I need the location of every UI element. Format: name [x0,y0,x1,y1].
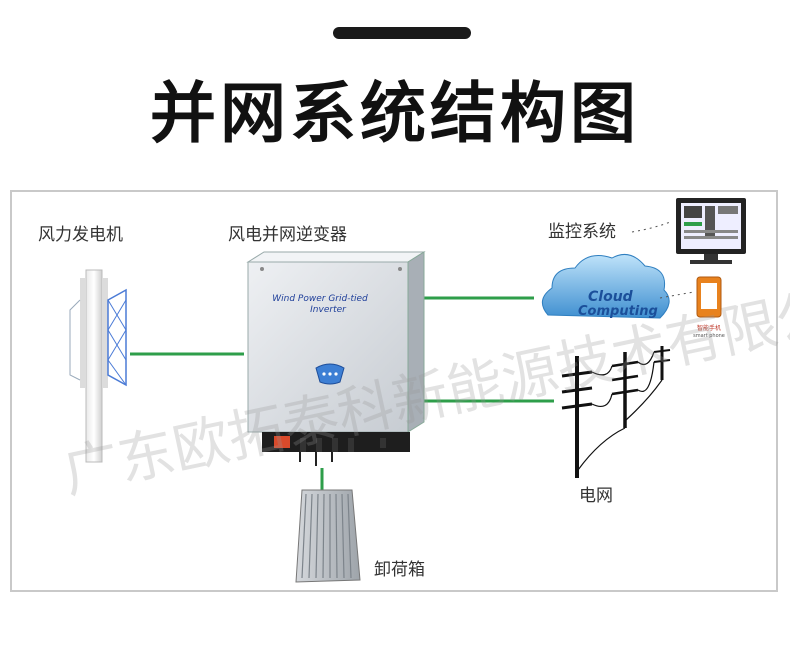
dotted-links [631,221,695,299]
label-wind-turbine: 风力发电机 [38,225,123,245]
page-title: 并网系统结构图 [150,74,640,152]
inverter-icon: Wind Power Grid-tied Inverter [246,251,426,466]
connector-lines [130,296,554,490]
phone-icon: 智能手机 smart phone [693,276,725,339]
turbine-icon [69,269,127,463]
label-dump-load: 卸荷箱 [374,560,425,580]
cloud-text-line2: Computing [578,304,658,319]
phone-caption-en: smart phone [693,333,725,339]
cloud-text-line1: Cloud [588,289,634,305]
label-inverter: 风电并网逆变器 [228,225,347,245]
inverter-panel-text-line2: Inverter [310,305,347,315]
dump-load-icon [295,489,361,583]
cloud-icon: Cloud Computing [541,253,670,319]
label-monitor: 监控系统 [548,222,616,242]
inverter-panel-text-line1: Wind Power Grid-tied [272,294,368,304]
power-pole-icon [561,346,671,478]
phone-caption-cn: 智能手机 [697,324,721,332]
monitor-icon [676,198,746,264]
label-grid: 电网 [579,486,613,506]
header-decoration-bar [333,27,471,39]
